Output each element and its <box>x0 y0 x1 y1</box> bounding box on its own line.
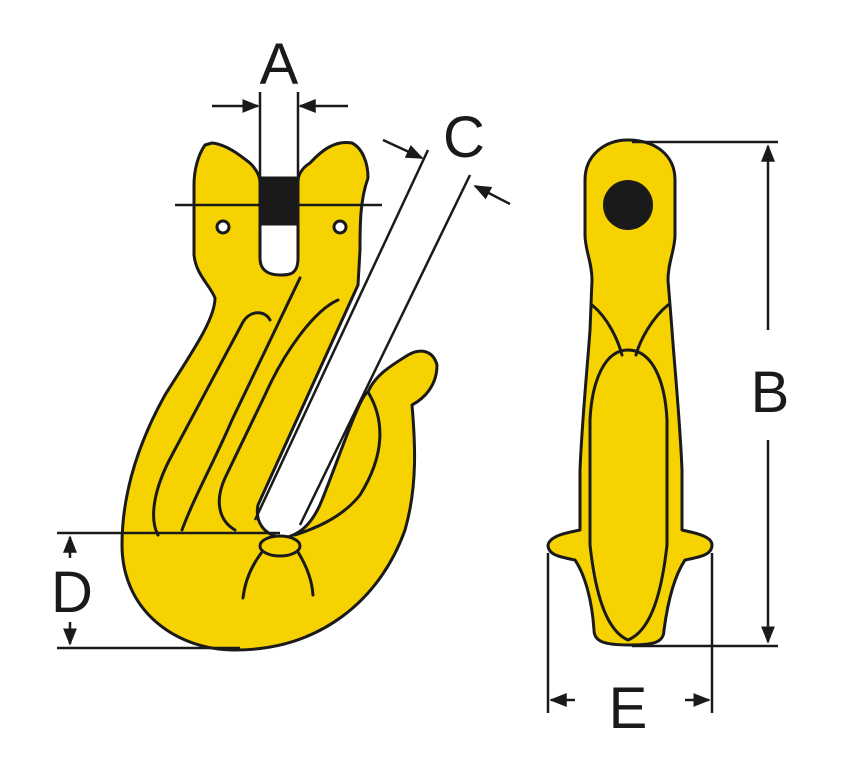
hook-front-view <box>120 140 439 652</box>
hook-chain-slot-pin <box>258 176 300 226</box>
hook-groove-inner <box>217 298 340 532</box>
hook-hole-right <box>332 219 348 235</box>
dim-label-e: E <box>609 676 648 741</box>
side-curve-left <box>590 303 624 357</box>
hook-saddle-line-left <box>241 550 264 600</box>
dim-label-c: C <box>443 105 485 170</box>
dim-c-ext-left <box>253 149 430 521</box>
hook-groove-outer <box>152 311 272 537</box>
hook-side-view <box>546 138 714 647</box>
dim-c-arrow-right <box>473 184 511 206</box>
hook-body <box>120 140 439 652</box>
side-ridge <box>588 348 669 642</box>
dim-c-ext-right <box>298 174 472 526</box>
side-pin <box>603 180 653 230</box>
side-curve-right <box>634 303 670 357</box>
hook-saddle <box>258 534 302 558</box>
dim-label-a: A <box>260 32 299 97</box>
hook-hole-left <box>215 219 231 235</box>
dim-label-b: B <box>751 360 790 425</box>
hook-saddle-line-right <box>296 550 315 597</box>
hook-tip-curve <box>293 390 382 537</box>
hook-groove-middle <box>180 276 302 532</box>
dim-label-d: D <box>51 560 93 625</box>
dim-c-arrow-left <box>382 138 424 160</box>
dimension-lines <box>57 92 778 713</box>
